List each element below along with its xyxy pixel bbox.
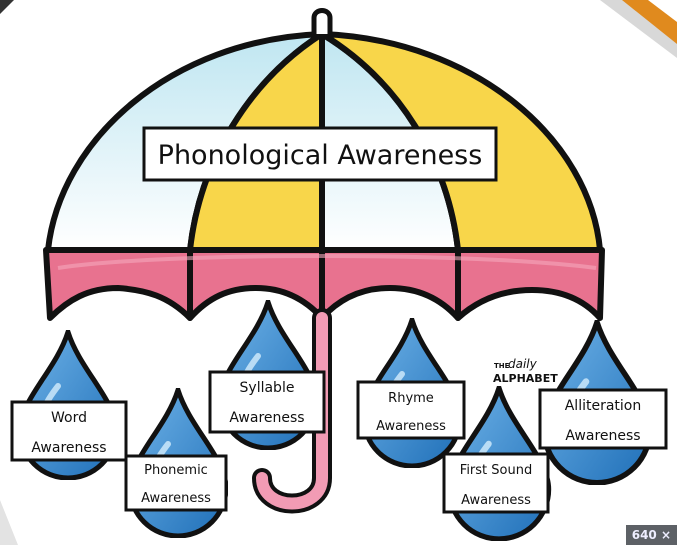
umbrella-handle	[252, 308, 332, 514]
drop-rhyme-awareness: Rhyme Awareness	[356, 320, 466, 466]
drop-label-line1: Rhyme	[388, 391, 434, 406]
daily-alphabet-logo: THE daily ALPHABET	[493, 357, 558, 385]
drop-label-line2: Awareness	[229, 410, 304, 426]
drop-label-line2: Awareness	[461, 493, 531, 508]
drop-phonemic-awareness: Phonemic Awareness	[124, 390, 226, 536]
drop-label-line2: Awareness	[376, 419, 446, 434]
drop-syllable-awareness: Syllable Awareness	[208, 302, 326, 448]
drop-label-line1: Alliteration	[565, 398, 642, 414]
drop-label-line1: Word	[51, 410, 87, 426]
drop-label-line1: Phonemic	[144, 463, 208, 478]
drop-label-line2: Awareness	[565, 428, 640, 444]
drop-first-sound-awareness: First Sound Awareness	[442, 388, 549, 539]
drop-word-awareness: Word Awareness	[10, 332, 128, 478]
top-left-frame-corner	[0, 0, 14, 14]
image-size-badge: 640 ×	[625, 525, 677, 545]
diagram-title: Phonological Awareness	[158, 140, 483, 171]
drop-label-line1: First Sound	[460, 463, 532, 478]
logo-line2: daily	[508, 357, 538, 371]
drop-label-line1: Syllable	[240, 380, 295, 396]
left-edge-frame	[0, 500, 18, 545]
drop-alliteration-awareness: Alliteration Awareness	[538, 322, 668, 483]
logo-line1: THE	[494, 362, 510, 370]
umbrella-finial	[311, 8, 333, 34]
top-right-corner-ribbon	[600, 0, 677, 58]
logo-line3: ALPHABET	[493, 372, 558, 385]
drop-label-line2: Awareness	[31, 440, 106, 456]
drop-label-line2: Awareness	[141, 491, 211, 506]
title-box: Phonological Awareness	[142, 126, 498, 182]
